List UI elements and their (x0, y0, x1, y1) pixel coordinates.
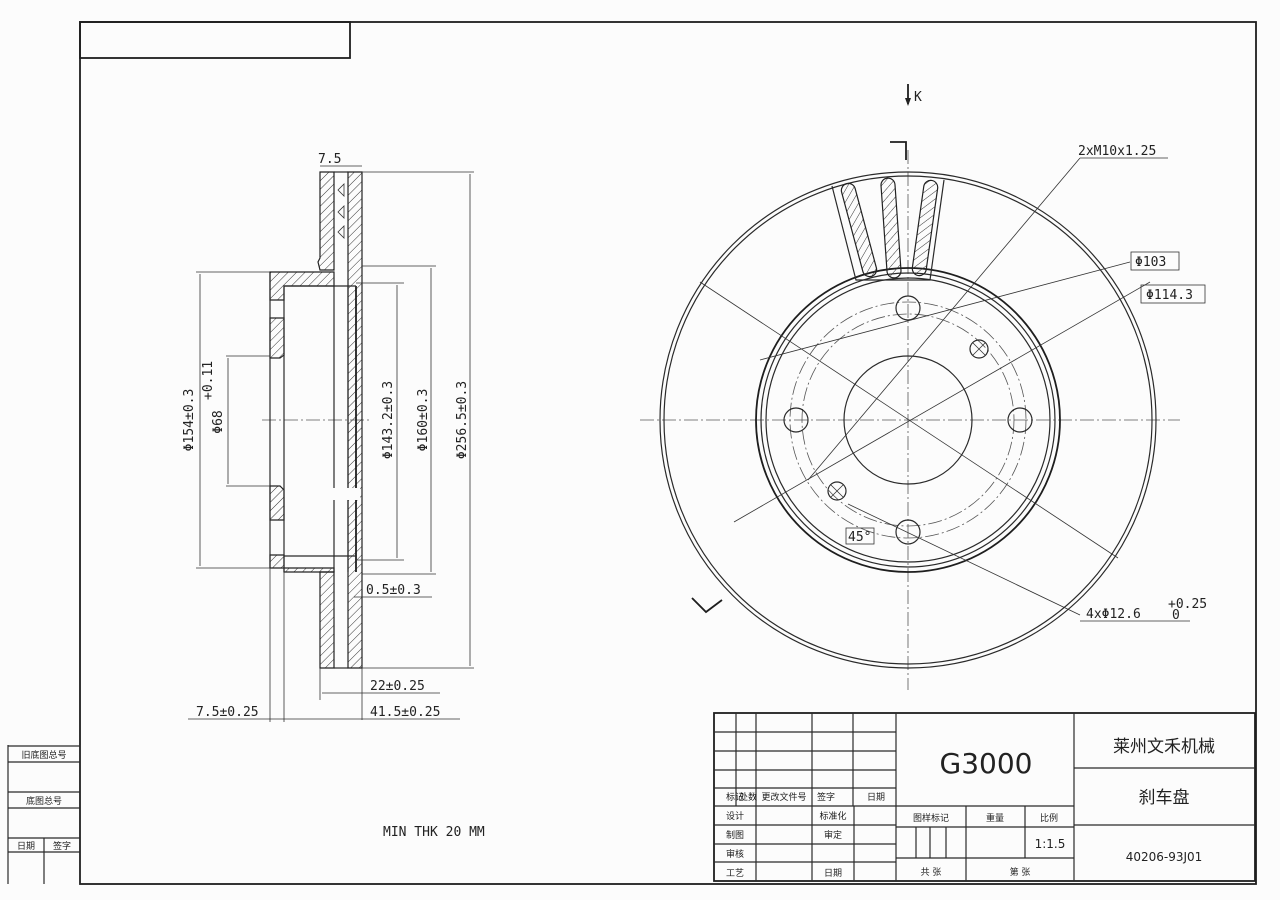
weight-label: 重量 (986, 812, 1004, 824)
dim-outer-diameter: Φ256.5±0.3 (455, 381, 470, 459)
thread-note: 2xM10x1.25 (1078, 144, 1156, 159)
rev-header-date: 日期 (867, 792, 885, 803)
dim-hat-outer: Φ154±0.3 (182, 389, 197, 452)
scale-value: 1:1.5 (1035, 837, 1066, 851)
sheet-frame (79, 21, 1257, 885)
side-table: 旧底图总号 底图总号 日期 签字 (7, 745, 81, 884)
model-number: G3000 (940, 747, 1033, 780)
part-name: 刹车盘 (1139, 788, 1190, 808)
rev-header-mark: 标记 (726, 791, 744, 803)
dim-bore-tol: +0.11 (201, 361, 216, 400)
bolt-circle-114: Φ114.3 (1146, 288, 1193, 303)
title-block: 标记 处数 更改文件号 签字 日期 设计 制图 审核 工艺 标准化 审定 日期 … (713, 712, 1256, 882)
bolt-circle-103: Φ103 (1135, 255, 1166, 270)
role-date: 日期 (824, 868, 842, 879)
role-process: 工艺 (726, 868, 744, 879)
side-date: 日期 (17, 841, 35, 852)
rev-header-doc: 更改文件号 (761, 791, 806, 803)
rev-header-count: 处数 (739, 791, 757, 803)
sheets-total-label: 共 张 (921, 867, 942, 878)
rev-header-sign: 签字 (817, 791, 835, 803)
dim-inner-face: Φ143.2±0.3 (381, 381, 396, 459)
side-old-base-no: 旧底图总号 (21, 749, 66, 761)
hole-note: 4xΦ12.6 (1086, 607, 1141, 622)
dim-hat-depth: 41.5±0.25 (370, 705, 440, 720)
dim-runout: 0.5±0.3 (366, 583, 421, 598)
dim-hat: Φ160±0.3 (416, 389, 431, 452)
angle-45: 45° (848, 530, 871, 545)
scale-label: 比例 (1040, 812, 1058, 824)
role-standardization: 标准化 (819, 810, 846, 822)
front-view: K (640, 84, 1207, 690)
side-signature: 签字 (53, 840, 71, 852)
section-view: Φ154±0.3 Φ68 +0.11 Φ143.2±0.3 Φ160±0.3 Φ… (182, 152, 474, 722)
part-number: 40206-93J01 (1126, 850, 1203, 864)
hole-tol-upper: +0.25 (1168, 597, 1207, 612)
role-drafting: 制图 (726, 829, 744, 841)
hole-tol-lower: 0 (1172, 608, 1180, 623)
stage-mark-label: 图样标记 (913, 812, 949, 824)
role-approval: 审定 (824, 829, 842, 841)
top-left-code-box (79, 21, 351, 59)
min-thickness-note: MIN THK 20 MM (383, 825, 485, 840)
role-review: 审核 (726, 848, 744, 860)
sheet-label: 第 张 (1010, 866, 1031, 878)
dim-plate-width: 7.5 (318, 152, 341, 167)
role-design: 设计 (726, 810, 744, 822)
dim-bore: Φ68 (211, 410, 226, 433)
view-label-k: K (914, 90, 922, 105)
company-name: 莱州文禾机械 (1113, 737, 1215, 757)
dim-flange: 7.5±0.25 (196, 705, 259, 720)
dim-thickness: 22±0.25 (370, 679, 425, 694)
side-base-no: 底图总号 (26, 795, 62, 807)
